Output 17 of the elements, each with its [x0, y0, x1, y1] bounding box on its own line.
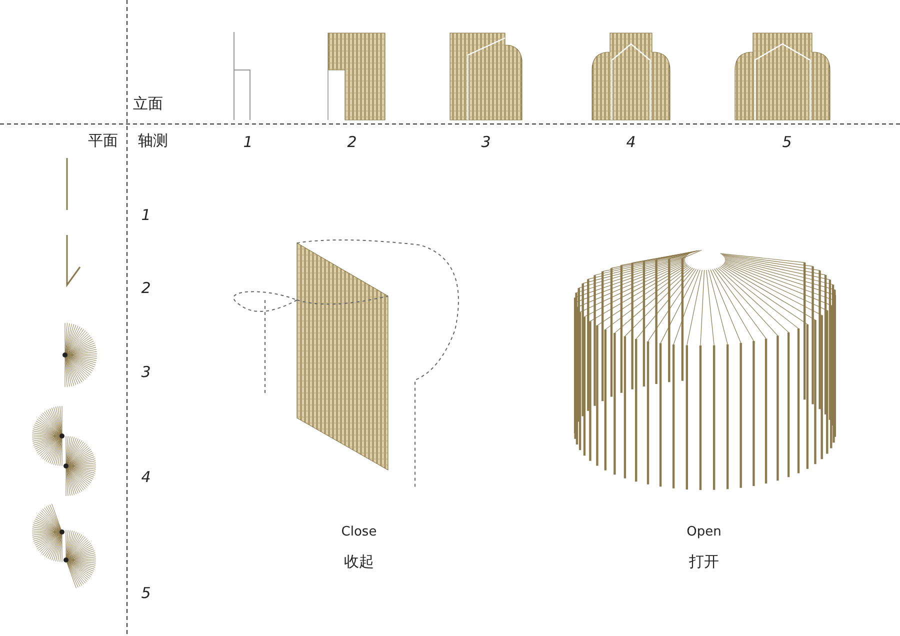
state-label: Open [686, 524, 722, 540]
view-label: 轴测 [138, 132, 168, 150]
view-label: 立面 [133, 94, 163, 114]
step-number: 1 [243, 133, 253, 151]
step-number: 5 [782, 133, 792, 151]
step-number: 3 [481, 133, 491, 151]
state-label: 收起 [344, 552, 374, 572]
step-number: 2 [347, 133, 357, 151]
step-number: 4 [141, 468, 151, 486]
step-number: 5 [141, 584, 151, 602]
view-label: 平面 [88, 132, 118, 150]
step-number: 3 [141, 363, 151, 381]
step-number: 2 [141, 279, 151, 297]
step-number: 4 [626, 133, 636, 151]
state-label: 打开 [689, 552, 719, 572]
state-label: Close [341, 524, 377, 540]
step-number: 1 [141, 206, 151, 224]
